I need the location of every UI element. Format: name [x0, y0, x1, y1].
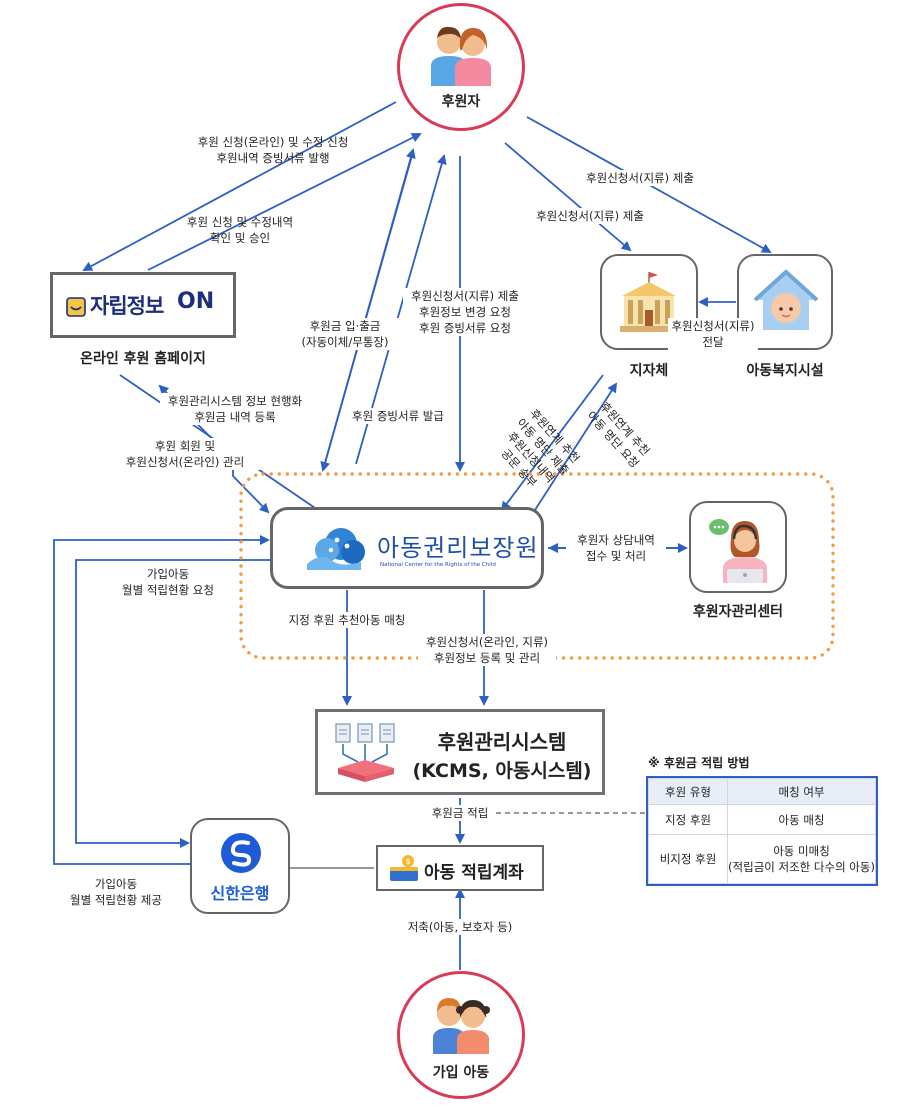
edge-label-homepage-status: 후원관리시스템 정보 현행화 후원금 내역 등록 — [160, 393, 310, 425]
children-icon — [433, 998, 490, 1054]
sponsor-center-label: 후원자관리센터 — [692, 604, 784, 620]
ncrc-tree-logo-icon — [307, 528, 365, 570]
edge-label-member-mgmt: 후원 회원 및 후원신청서(온라인) 관리 — [110, 438, 260, 470]
edge-label-from-homepage: 후원 신청 및 수정내역 확인 및 승인 — [186, 215, 294, 245]
edge-label-to-gov: 후원신청서(지류) 제출 — [530, 208, 650, 224]
jarip-logo-text: 자립정보 — [90, 294, 164, 318]
child-label: 가입 아동 — [432, 1065, 490, 1081]
child-node: 가입 아동 — [397, 971, 525, 1099]
edge-label-match: 지정 후원 추천아동 매칭 — [280, 612, 414, 628]
online-homepage-label: 온라인 후원 홈페이지 — [80, 351, 206, 367]
shinhan-logo-icon — [221, 833, 261, 873]
method-row-match: 아동 미매칭 (적립금이 저조한 다수의 아동) — [727, 834, 876, 884]
savings-account-label: 아동 적립계좌 — [424, 863, 524, 883]
edge-label-counsel: 후원자 상담내역 접수 및 처리 — [566, 532, 666, 564]
sponsor-node: 후원자 — [397, 3, 525, 131]
method-row-match: 아동 매칭 — [727, 804, 876, 835]
edge-label-fund-save: 후원금 적립 — [424, 805, 496, 821]
sms-title: 후원관리시스템 — [437, 730, 567, 754]
savings-account-node: $ 아동 적립계좌 — [376, 845, 544, 891]
sponsor-label: 후원자 — [441, 94, 481, 110]
method-header-type: 후원 유형 — [648, 778, 728, 805]
ncrc-node: 아동권리보장원 National Center for the Rights o… — [270, 507, 544, 589]
shinhan-node: 신한은행 — [190, 818, 290, 914]
method-row-type: 비지정 후원 — [648, 834, 728, 884]
method-table-title: ※ 후원금 적립 방법 — [648, 756, 750, 770]
edge-label-child-deposit: 저축(아동, 보호자 등) — [392, 919, 528, 935]
edge-label-to-facility: 후원신청서(지류) 제출 — [580, 170, 700, 186]
edge-label-submit: 후원신청서(지류) 제출 후원정보 변경 요청 후원 증빙서류 요청 — [403, 288, 527, 336]
method-table: 후원 유형 매칭 여부 지정 후원 아동 매칭 비지정 후원 아동 미매칭 (적… — [648, 778, 876, 884]
couple-icon — [431, 26, 491, 86]
ncrc-name-ko: 아동권리보장원 — [377, 534, 539, 562]
child-facility-label: 아동복지시설 — [746, 363, 824, 379]
wallet-coin-icon: $ — [390, 855, 418, 881]
ncrc-name-en: National Center for the Rights of the Ch… — [380, 562, 496, 568]
smile-box-icon — [66, 297, 86, 317]
local-gov-label: 지자체 — [629, 363, 669, 379]
jarip-info-on-logo-box[interactable]: 자립정보 ON — [50, 272, 236, 338]
government-building-icon — [620, 272, 678, 332]
edge-label-register: 후원신청서(온라인, 지류) 후원정보 등록 및 관리 — [418, 634, 556, 666]
method-header-match: 매칭 여부 — [727, 778, 876, 805]
edge-label-facility-to-gov: 후원신청서(지류) 전달 — [668, 318, 758, 350]
baby-house-icon — [753, 269, 819, 330]
shinhan-label: 신한은행 — [210, 884, 270, 903]
method-table-frame — [646, 776, 878, 886]
edge-label-monthly-provide: 가입아동 월별 적립현황 제공 — [70, 877, 162, 907]
edge-label-deposit: 후원금 입·출금 (자동이체/무통장) — [285, 318, 405, 350]
edge-label-proof-issue: 후원 증빙서류 발급 — [346, 408, 450, 424]
svg-text:$: $ — [405, 857, 410, 866]
sponsor-center-node — [689, 501, 787, 593]
edge-label-to-homepage: 후원 신청(온라인) 및 수정 신청 후원내역 증빙서류 발행 — [197, 135, 349, 165]
method-row-type: 지정 후원 — [648, 804, 728, 835]
sms-subtitle: (KCMS, 아동시스템) — [412, 760, 592, 782]
edge-label-monthly-request: 가입아동 월별 적립현황 요청 — [122, 567, 214, 597]
jarip-logo-on: ON — [177, 289, 215, 314]
counselor-icon — [709, 519, 767, 583]
sms-node: 후원관리시스템 (KCMS, 아동시스템) — [315, 709, 605, 795]
documents-server-icon — [335, 723, 395, 782]
